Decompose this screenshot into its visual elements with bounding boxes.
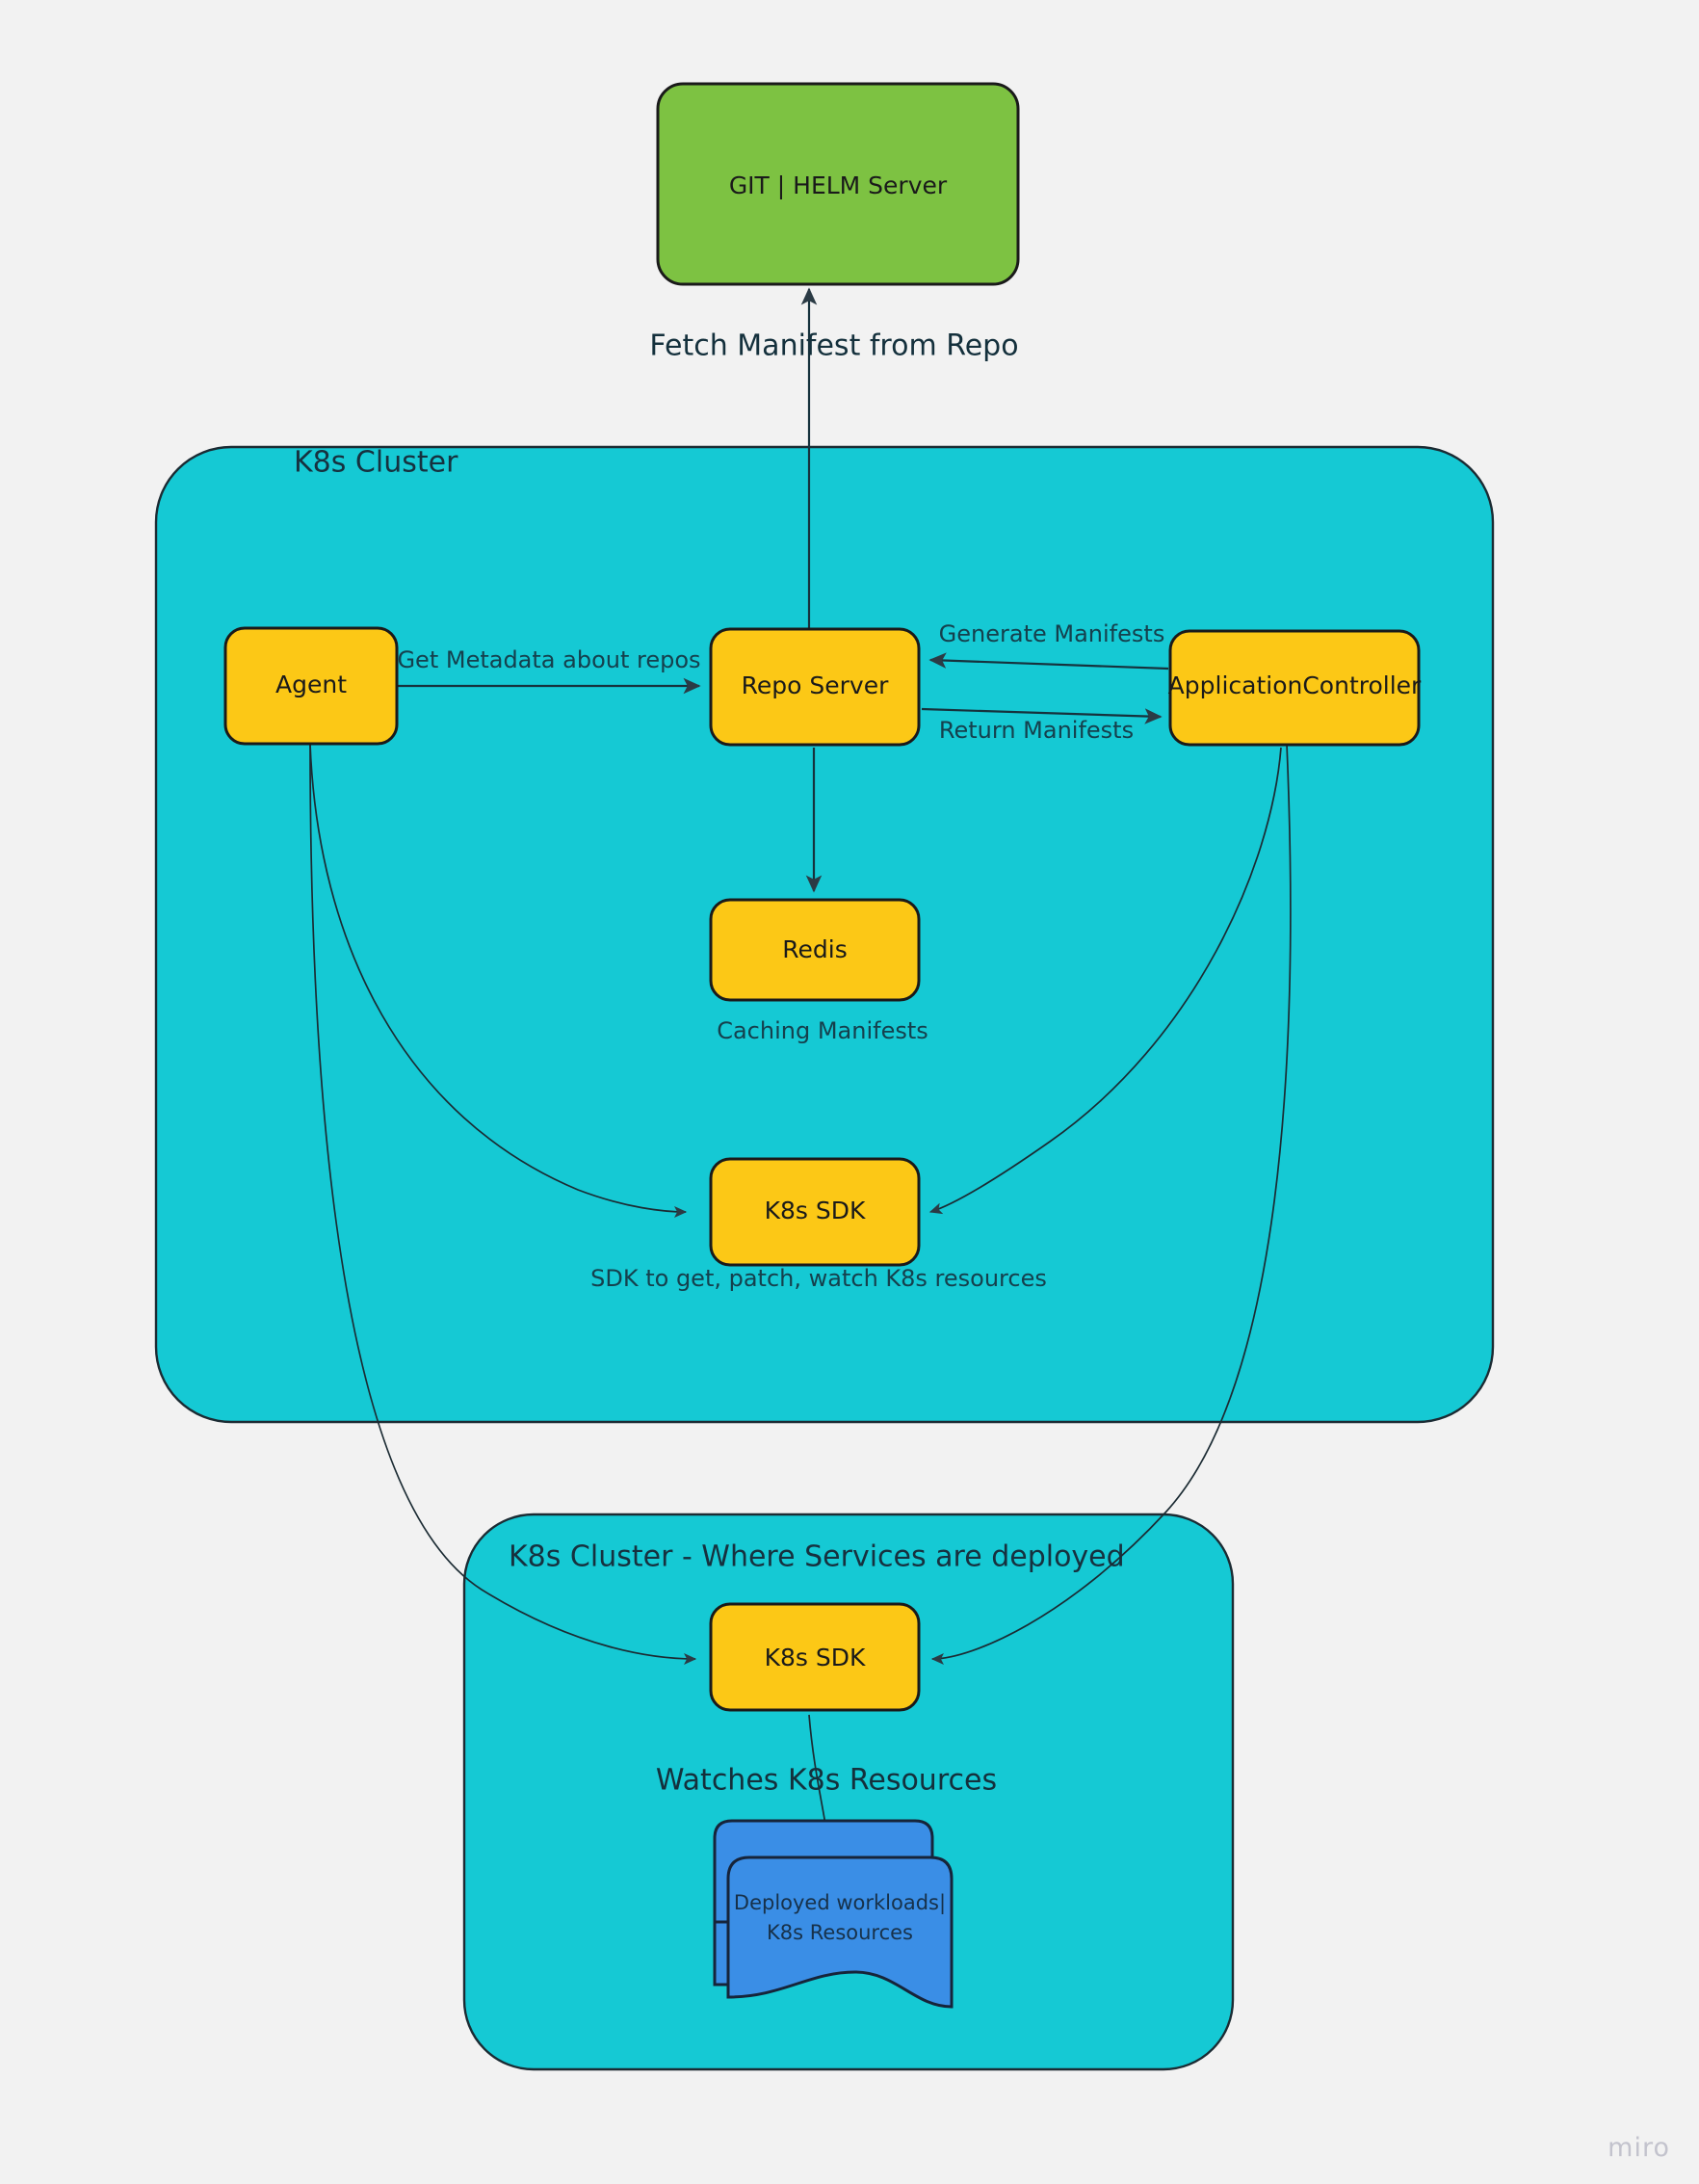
redis-caption: Caching Manifests — [717, 1017, 928, 1044]
edge-label-get-metadata: Get Metadata about repos — [397, 646, 700, 673]
node-repo-server[interactable]: Repo Server — [709, 627, 921, 747]
node-agent[interactable]: Agent — [223, 626, 399, 746]
k8s-sdk-upper-label: K8s SDK — [765, 1197, 866, 1224]
edge-label-watches-k8s-resources: Watches K8s Resources — [656, 1764, 997, 1798]
node-k8s-sdk-lower[interactable]: K8s SDK — [709, 1602, 921, 1712]
node-git-helm-server[interactable]: GIT | HELM Server — [656, 82, 1020, 286]
edge-agent-to-upper-sdk — [309, 743, 688, 1219]
edge-appcontroller-to-lower-sdk — [930, 743, 1292, 1666]
edge-label-fetch-manifest: Fetch Manifest from Repo — [649, 329, 1018, 363]
edge-appcontroller-to-upper-sdk — [928, 747, 1282, 1215]
repo-server-shape — [709, 627, 921, 747]
redis-shape — [709, 898, 921, 1002]
deployed-workloads-label-line2: K8s Resources — [767, 1921, 913, 1944]
deployed-workloads-label-line1: Deployed workloads| — [734, 1891, 946, 1915]
git-helm-server-shape — [656, 82, 1020, 286]
edge-agent-to-lower-sdk — [309, 743, 697, 1666]
repo-server-label: Repo Server — [742, 671, 889, 699]
redis-label: Redis — [782, 935, 847, 963]
cluster-upper-title: K8s Cluster — [294, 446, 458, 480]
edge-label-return-manifests: Return Manifests — [939, 717, 1134, 744]
k8s-sdk-lower-label: K8s SDK — [765, 1644, 866, 1671]
node-redis[interactable]: Redis Caching Manifests — [709, 898, 928, 1044]
deployed-workloads-front-sheet — [726, 1855, 954, 2009]
k8s-sdk-upper-caption: SDK to get, patch, watch K8s resources — [590, 1265, 1047, 1292]
cluster-lower-shape — [462, 1513, 1235, 2071]
miro-watermark: miro — [1608, 2133, 1670, 2163]
k8s-sdk-lower-shape — [709, 1602, 921, 1712]
agent-shape — [223, 626, 399, 746]
application-controller-label: ApplicationController — [1168, 671, 1422, 699]
git-helm-server-label: GIT | HELM Server — [729, 171, 948, 199]
agent-label: Agent — [275, 671, 347, 698]
node-application-controller[interactable]: ApplicationController — [1168, 629, 1422, 747]
cluster-lower-title: K8s Cluster - Where Services are deploye… — [509, 1540, 1125, 1574]
edge-return-manifests — [921, 707, 1163, 724]
node-k8s-sdk-upper[interactable]: K8s SDK SDK to get, patch, watch K8s res… — [590, 1157, 1047, 1292]
edge-label-generate-manifests: Generate Manifests — [939, 620, 1165, 647]
k8s-sdk-upper-shape — [709, 1157, 921, 1267]
node-deployed-workloads[interactable]: Deployed workloads| K8s Resources — [713, 1819, 954, 2009]
cluster-k8s-lower[interactable]: K8s Cluster - Where Services are deploye… — [462, 1513, 1235, 2071]
application-controller-shape — [1168, 629, 1421, 747]
edge-generate-manifests — [928, 652, 1169, 671]
